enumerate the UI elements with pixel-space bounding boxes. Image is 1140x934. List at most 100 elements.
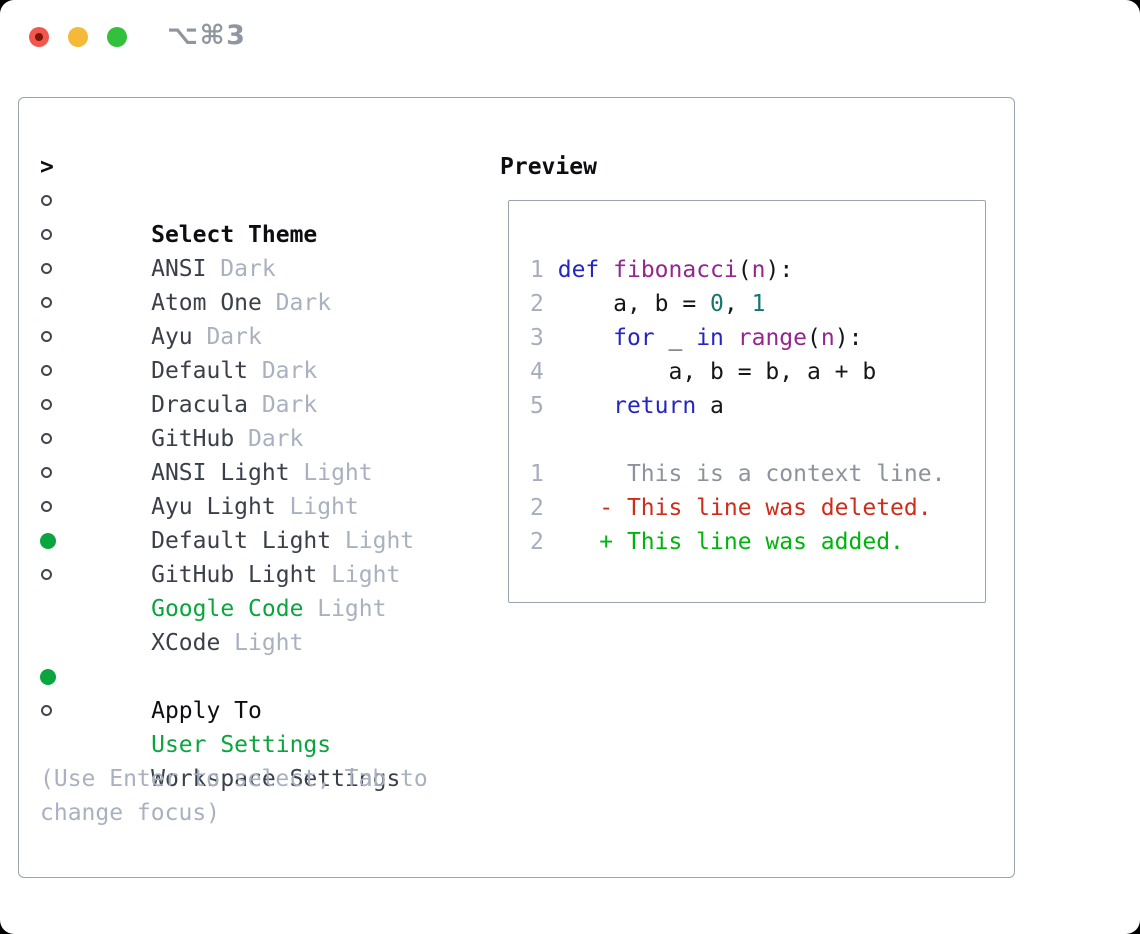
line-number: 3 xyxy=(530,325,544,351)
radio-icon xyxy=(41,228,52,240)
radio-icon xyxy=(41,500,52,512)
line-number: 2 xyxy=(530,291,544,317)
theme-option-ayu-dark[interactable]: Ayu Dark xyxy=(40,252,428,350)
line-number: 1 xyxy=(530,257,544,283)
theme-variant: Dark xyxy=(220,256,276,282)
theme-option-ansi-dark[interactable]: ANSI Dark xyxy=(40,184,428,282)
theme-variant: Dark xyxy=(261,392,318,418)
theme-option-github-dark[interactable]: GitHub Dark xyxy=(40,354,428,452)
code-token: 1 xyxy=(751,291,766,317)
theme-name: Ayu xyxy=(151,324,193,350)
code-token: 0 xyxy=(710,291,724,317)
code-token xyxy=(544,325,613,351)
theme-option-default-light[interactable]: Default Light Light xyxy=(40,456,428,554)
theme-name: Default Light xyxy=(151,528,332,554)
code-token: ( xyxy=(737,257,752,283)
code-token: fibonacci xyxy=(613,257,738,283)
radio-icon xyxy=(41,330,52,342)
code-token: for xyxy=(613,325,655,351)
theme-option-atom-one-dark[interactable]: Atom One Dark xyxy=(40,218,428,316)
radio-icon xyxy=(41,398,52,410)
code-token: n xyxy=(751,257,766,283)
theme-option-xcode[interactable]: XCode Light xyxy=(40,558,428,656)
code-token: , xyxy=(723,291,752,317)
cursor-icon: > xyxy=(40,154,54,180)
code-token xyxy=(599,257,613,283)
code-token: This is a context line. xyxy=(543,461,946,487)
radio-icon xyxy=(41,432,52,444)
code-token: return xyxy=(613,393,697,419)
theme-name: Google Code xyxy=(151,596,304,622)
line-number: 1 xyxy=(530,461,544,487)
theme-variant: Light xyxy=(234,630,304,656)
apply-to-header: Apply To xyxy=(40,626,428,724)
apply-option-label: User Settings xyxy=(151,732,332,758)
code-token: ): xyxy=(765,257,794,283)
code-token: a, b = xyxy=(543,291,711,317)
code-line: 3 for _ in range(n): xyxy=(530,321,945,355)
close-dot-icon xyxy=(35,33,43,41)
theme-variant: Light xyxy=(289,494,359,520)
theme-variant: Light xyxy=(331,562,401,588)
theme-name: XCode xyxy=(151,630,221,656)
theme-variant: Dark xyxy=(261,358,318,384)
theme-option-google-code[interactable]: Google Code Light xyxy=(40,524,428,622)
code-line: 1 def fibonacci(n): xyxy=(530,253,945,287)
preview-title: Preview xyxy=(500,154,597,180)
theme-variant: Light xyxy=(317,596,387,622)
code-token: ( xyxy=(807,325,821,351)
theme-name: ANSI xyxy=(151,256,207,282)
radio-icon xyxy=(41,704,52,716)
code-token: _ xyxy=(654,325,697,351)
window-title: ⌥⌘3 xyxy=(167,20,247,51)
code-token: def xyxy=(557,257,600,283)
spacer-row xyxy=(40,728,428,762)
code-token: a xyxy=(696,393,724,419)
code-token xyxy=(544,257,558,283)
apply-option-user-settings[interactable]: User Settings xyxy=(40,660,428,758)
code-token xyxy=(544,393,613,419)
section-title-select-theme: Select Theme xyxy=(151,222,318,248)
theme-variant: Light xyxy=(344,528,415,554)
apply-option-label: Workspace Settings xyxy=(151,766,401,792)
line-number: 2 xyxy=(530,529,544,555)
line-number: 2 xyxy=(530,495,544,521)
apply-option-workspace-settings[interactable]: Workspace Settings xyxy=(40,694,428,792)
radio-icon xyxy=(40,533,56,549)
zoom-button[interactable] xyxy=(107,27,127,47)
theme-name: GitHub xyxy=(151,426,235,452)
theme-name: ANSI Light xyxy=(151,460,290,486)
minimize-button[interactable] xyxy=(68,27,88,47)
close-button[interactable] xyxy=(29,27,49,47)
code-token: n xyxy=(820,325,835,351)
radio-icon xyxy=(40,669,56,685)
code-token: in xyxy=(696,325,724,351)
code-token: ): xyxy=(834,325,863,351)
radio-icon xyxy=(41,568,52,580)
spacer-row xyxy=(40,592,428,626)
preview-box xyxy=(508,200,986,603)
code-token: range xyxy=(737,325,808,351)
code-line: 4 a, b = b, a + b xyxy=(530,355,945,389)
theme-name: Atom One xyxy=(151,290,262,316)
radio-icon xyxy=(41,194,52,206)
code-line: 2 a, b = 0, 1 xyxy=(530,287,945,321)
hint-line-1: (Use Enter to select, Tab to xyxy=(40,766,428,792)
theme-option-default-dark[interactable]: Default Dark xyxy=(40,286,428,384)
theme-name: Default xyxy=(151,358,249,384)
code-line: 5 return a xyxy=(530,389,945,423)
section-title-apply-to: Apply To xyxy=(151,698,262,724)
code-line xyxy=(530,423,945,457)
radio-icon xyxy=(41,296,52,308)
theme-variant: Dark xyxy=(206,324,262,350)
code-token: a, b = b, a + b xyxy=(543,359,877,385)
theme-variant: Dark xyxy=(247,426,304,452)
radio-icon xyxy=(41,262,52,274)
